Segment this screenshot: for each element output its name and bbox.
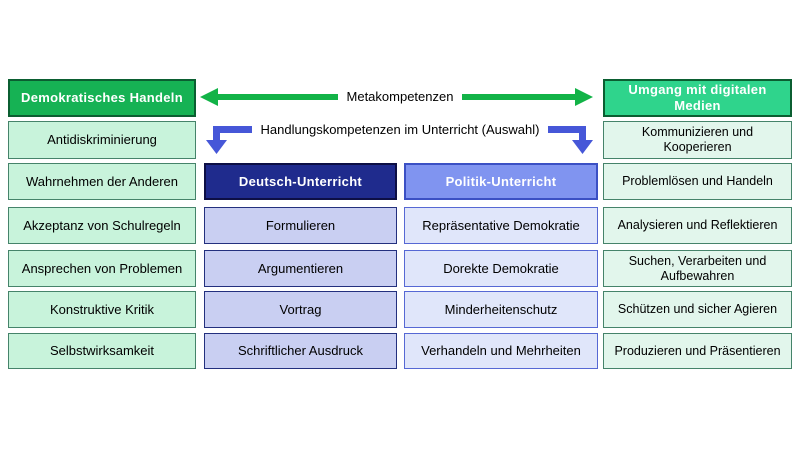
medien-item: Kommunizieren und Kooperieren <box>603 121 792 159</box>
medien-item: Schützen und sicher Agieren <box>603 291 792 328</box>
demokratie-item: Wahrnehmen der Anderen <box>8 163 196 200</box>
metakompetenzen-label: Metakompetenzen <box>196 88 604 106</box>
politik-item: Repräsentative Demokratie <box>404 207 598 244</box>
demokratie-item: Konstruktive Kritik <box>8 291 196 328</box>
deutsch-item: Argumentieren <box>204 250 397 287</box>
medien-item: Produzieren und Präsentieren <box>603 333 792 369</box>
demokratie-item: Akzeptanz von Schulregeln <box>8 207 196 244</box>
handlungskompetenzen-label-text: Handlungskompetenzen im Unterricht (Ausw… <box>251 121 549 139</box>
politik-item: Verhandeln und Mehrheiten <box>404 333 598 369</box>
deutsch-item: Schriftlicher Ausdruck <box>204 333 397 369</box>
demokratie-item: Antidiskriminierung <box>8 121 196 159</box>
column-header-deutsch-unterricht: Deutsch-Unterricht <box>204 163 397 200</box>
politik-item: Dorekte Demokratie <box>404 250 598 287</box>
column-header-politik-unterricht: Politik-Unterricht <box>404 163 598 200</box>
politik-item: Minderheitenschutz <box>404 291 598 328</box>
column-header-umgang-digitale-medien: Umgang mit digitalen Medien <box>603 79 792 117</box>
column-header-demokratisches-handeln: Demokratisches Handeln <box>8 79 196 117</box>
handlungskompetenzen-arrow-left-icon <box>206 126 253 154</box>
handlungskompetenzen-label: Handlungskompetenzen im Unterricht (Ausw… <box>196 121 604 139</box>
deutsch-item: Vortrag <box>204 291 397 328</box>
medien-item: Suchen, Verarbeiten und Aufbewahren <box>603 250 792 287</box>
deutsch-item: Formulieren <box>204 207 397 244</box>
demokratie-item: Ansprechen von Problemen <box>8 250 196 287</box>
demokratie-item: Selbstwirksamkeit <box>8 333 196 369</box>
medien-item: Problemlösen und Handeln <box>603 163 792 200</box>
handlungskompetenzen-arrow-right-icon <box>546 126 593 154</box>
metakompetenzen-label-text: Metakompetenzen <box>337 88 463 106</box>
medien-item: Analysieren und Reflektieren <box>603 207 792 244</box>
